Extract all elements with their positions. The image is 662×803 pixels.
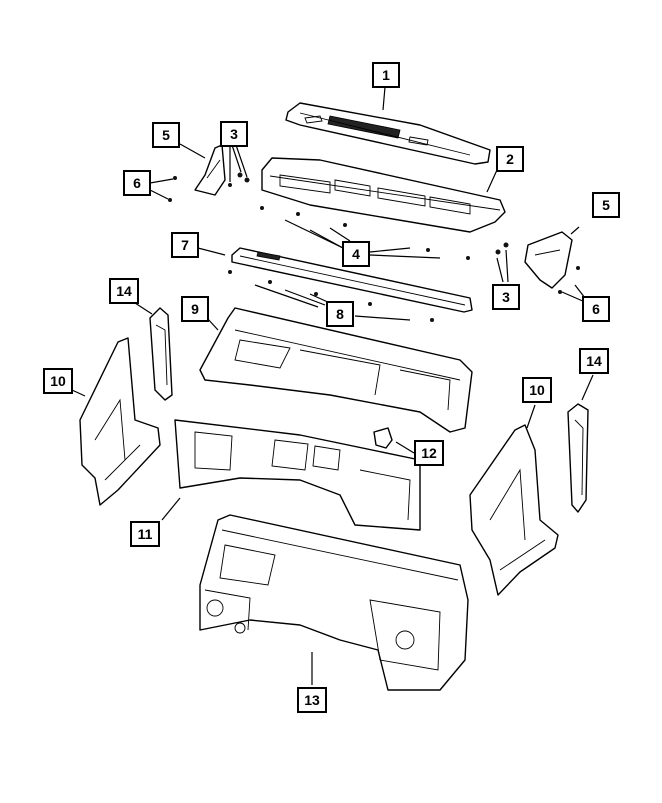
fastener-3c (228, 183, 232, 187)
callout-5-left: 5 (152, 122, 180, 148)
callout-3-upper-label: 3 (230, 126, 238, 142)
fastener-6b (168, 198, 172, 202)
fastener-3d (495, 249, 501, 255)
callout-8: 8 (326, 301, 354, 327)
callout-6-left: 6 (123, 170, 151, 196)
fastener-8b (268, 280, 272, 284)
callout-9-label: 9 (191, 301, 199, 317)
callout-2-label: 2 (506, 151, 514, 167)
part-5-right-bracket (524, 231, 573, 289)
callout-13-label: 13 (304, 692, 320, 708)
callout-5-right-label: 5 (602, 197, 610, 213)
callout-14-left-label: 14 (116, 283, 132, 299)
callout-1-label: 1 (382, 67, 390, 83)
callout-10-left: 10 (43, 368, 73, 394)
part-14-left-reinforcement (149, 307, 173, 401)
part-1-cowl-cover (285, 102, 491, 165)
callout-3-upper: 3 (220, 121, 248, 147)
fasteners (168, 172, 580, 322)
fastener-4b (296, 212, 300, 216)
callout-1: 1 (372, 62, 400, 88)
callout-13: 13 (297, 687, 327, 713)
fastener-6a (173, 176, 177, 180)
part-10-left-hinge-pillar (79, 337, 161, 506)
callout-4: 4 (342, 241, 370, 267)
part-13-front-structure (199, 514, 469, 691)
fastener-4c (343, 223, 347, 227)
callout-5-right: 5 (592, 192, 620, 218)
callout-14-left: 14 (109, 278, 139, 304)
part-12-bracket (373, 427, 393, 449)
callout-8-label: 8 (336, 306, 344, 322)
fastener-8e (430, 318, 434, 322)
fastener-3e (503, 242, 509, 248)
part-2-cowl-panel (261, 157, 506, 233)
part-14-right-reinforcement (567, 403, 589, 513)
part-5-left-bracket (194, 144, 226, 196)
fastener-3a (237, 172, 243, 178)
fastener-6d (558, 290, 562, 294)
fastener-8d (368, 302, 372, 306)
callout-5-left-label: 5 (162, 127, 170, 143)
callout-14-right-label: 14 (586, 353, 602, 369)
callout-10-right: 10 (522, 377, 552, 403)
fastener-3b (244, 177, 250, 183)
fastener-4e (466, 256, 470, 260)
callout-10-right-label: 10 (529, 382, 545, 398)
callout-7-label: 7 (181, 237, 189, 253)
part-11-dash-panel (174, 419, 421, 531)
callout-11-label: 11 (138, 526, 153, 542)
fastener-8c (314, 292, 318, 296)
leader-lines (71, 86, 594, 685)
callout-6-left-label: 6 (133, 175, 141, 191)
callout-3-lower: 3 (492, 284, 520, 310)
callout-2: 2 (496, 146, 524, 172)
fastener-6c (576, 266, 580, 270)
part-7-plenum-rail (231, 247, 473, 313)
fastener-4d (426, 248, 430, 252)
callout-12: 12 (414, 440, 444, 466)
callout-4-label: 4 (352, 246, 360, 262)
callout-6-right-label: 6 (592, 301, 600, 317)
part-10-right-hinge-pillar (469, 424, 559, 596)
callout-6-right: 6 (582, 296, 610, 322)
callout-14-right: 14 (579, 348, 609, 374)
part-9-lower-plenum (199, 307, 473, 433)
callout-3-lower-label: 3 (502, 289, 510, 305)
callout-10-left-label: 10 (50, 373, 66, 389)
callout-9: 9 (181, 296, 209, 322)
fastener-8a (228, 270, 232, 274)
callout-11: 11 (130, 521, 160, 547)
fastener-4a (260, 206, 264, 210)
callout-7: 7 (171, 232, 199, 258)
callout-12-label: 12 (421, 445, 437, 461)
